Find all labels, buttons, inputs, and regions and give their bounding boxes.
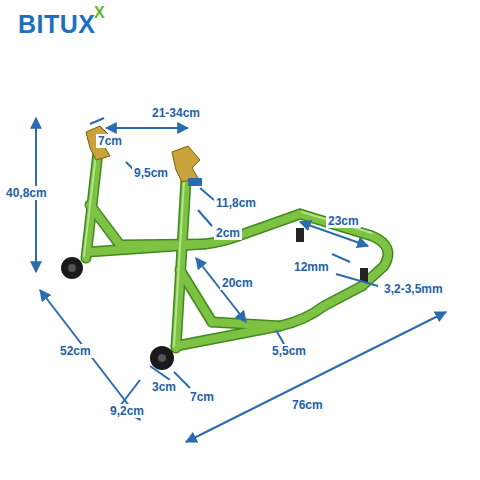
dimension-line	[36, 118, 446, 442]
dimension-label: 7cm	[188, 390, 216, 404]
dimension-label: 21-34cm	[150, 106, 202, 120]
dimension-label: 11,8cm	[214, 196, 258, 210]
dimension-label: 5,5cm	[270, 344, 308, 358]
dimension-label: 2cm	[214, 226, 242, 240]
dimension-label: 76cm	[290, 398, 325, 412]
dimension-label: 40,8cm	[4, 186, 49, 200]
handle-grip	[360, 268, 368, 282]
dimension-label: 3cm	[150, 380, 178, 394]
dimension-label: 3,2-3,5mm	[382, 282, 445, 296]
fork-plate	[86, 126, 202, 186]
brand-logo: BITUX	[16, 10, 98, 38]
dimension-label: 23cm	[326, 214, 361, 228]
stand-frame	[84, 152, 388, 348]
dimension-label: 9,2cm	[108, 404, 146, 418]
handle-grip	[296, 228, 304, 242]
dimension-label: 52cm	[58, 344, 93, 358]
dimension-label: 9,5cm	[132, 166, 170, 180]
dimension-label: 7cm	[96, 134, 124, 148]
brand-logo-mark: X	[92, 4, 107, 22]
dimension-label: 12mm	[292, 260, 331, 274]
dimension-label: 20cm	[220, 276, 255, 290]
